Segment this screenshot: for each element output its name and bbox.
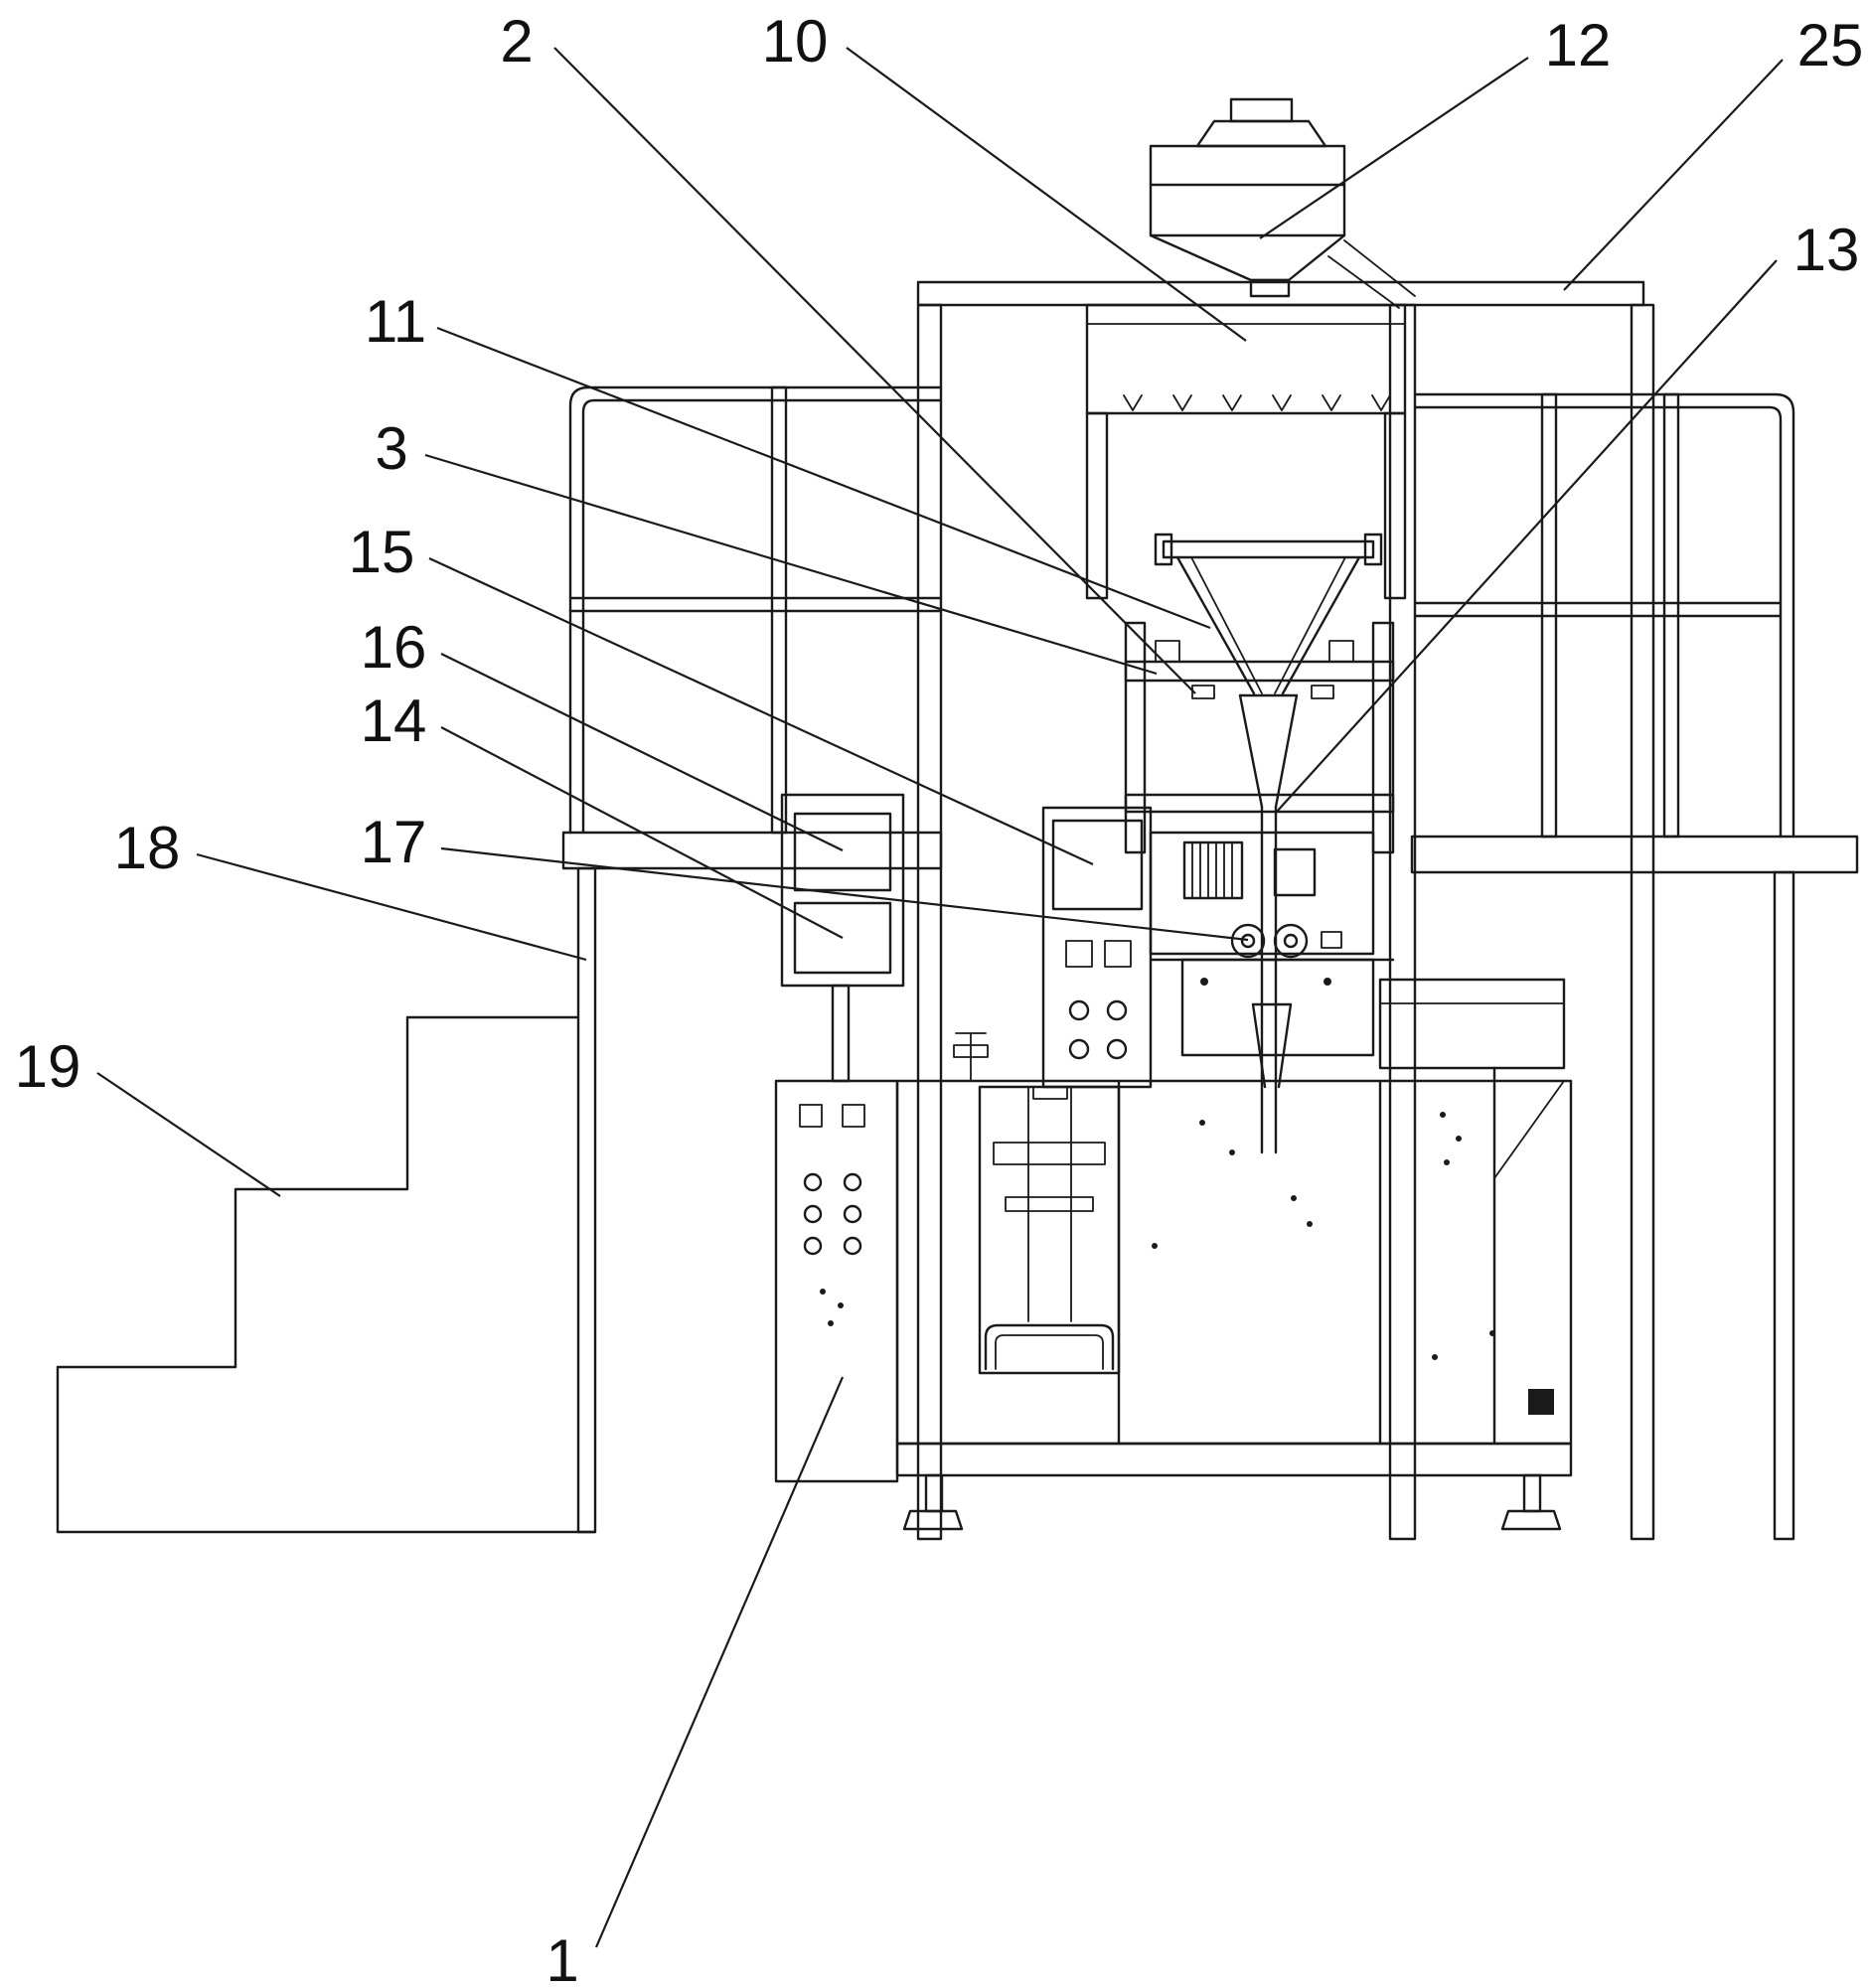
ref-label-13: 13	[1793, 217, 1860, 283]
leader-line-18	[196, 852, 587, 962]
ref-label-3: 3	[375, 415, 407, 482]
control-cabinet	[774, 1079, 899, 1483]
ref-label-25: 25	[1797, 12, 1864, 78]
leader-line-12	[1259, 57, 1529, 239]
ref-label-1: 1	[545, 1927, 578, 1988]
machine-body	[895, 978, 1573, 1446]
bag-former	[1149, 958, 1395, 1089]
leader-line-2	[553, 47, 1196, 694]
guard-railing-left	[568, 385, 943, 835]
leader-line-25	[1563, 59, 1784, 291]
feed-hopper	[1149, 97, 1416, 309]
ref-label-15: 15	[349, 519, 415, 585]
stairs	[56, 1015, 597, 1534]
ref-label-2: 2	[500, 8, 533, 75]
ref-label-14: 14	[361, 688, 427, 754]
weighing-funnel	[1154, 533, 1383, 695]
leader-line-11	[436, 326, 1211, 630]
ref-label-18: 18	[114, 815, 181, 881]
leader-line-14	[440, 726, 844, 939]
support-frame	[1124, 621, 1395, 854]
ref-label-12: 12	[1545, 12, 1612, 78]
ref-label-19: 19	[15, 1033, 81, 1100]
machine-base	[895, 1442, 1573, 1531]
leader-line-1	[594, 1376, 845, 1948]
leader-line-3	[424, 453, 1158, 676]
leader-line-15	[428, 557, 1094, 865]
control-pendant	[780, 793, 905, 1083]
ref-label-17: 17	[361, 809, 427, 875]
leader-line-10	[846, 47, 1247, 342]
leader-line-17	[440, 846, 1249, 942]
ref-label-16: 16	[361, 614, 427, 681]
ref-label-11: 11	[365, 288, 426, 355]
leader-line-13	[1275, 259, 1778, 814]
weigher-unit	[1085, 303, 1407, 600]
leader-line-16	[440, 653, 844, 851]
overhead-platform-frame	[561, 280, 1859, 1541]
guard-railing-right	[1414, 392, 1795, 839]
ref-label-10: 10	[762, 8, 829, 75]
leader-line-19	[96, 1072, 281, 1197]
reference-labels: 2 10 12 25 13 11 3 15 16 14 18 17 19 1	[15, 8, 1864, 1988]
